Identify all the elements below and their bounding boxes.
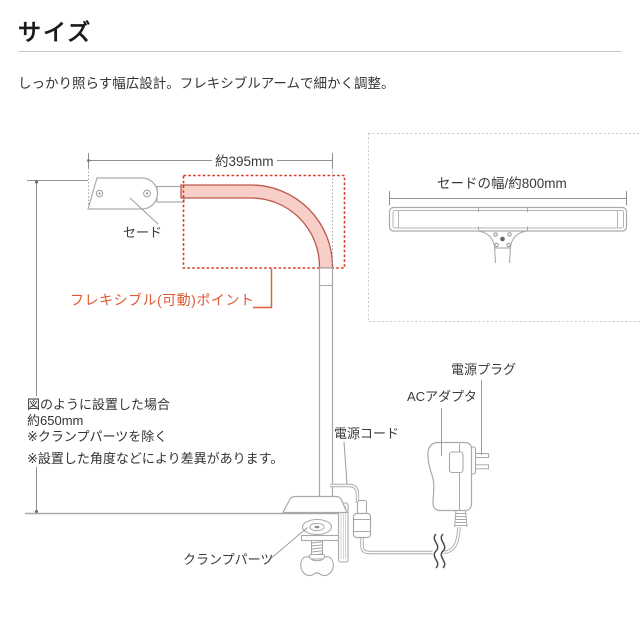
shade-width-dimension-label: セードの幅/約800mm [437, 176, 567, 191]
title-divider [18, 51, 622, 52]
subtitle: しっかり照らす幅広設計。フレキシブルアームで細かく調整。 [18, 76, 395, 91]
ac-adapter-label: ACアダプタ [407, 389, 478, 404]
power-plug-label: 電源プラグ [451, 362, 517, 377]
power-cord-label: 電源コード [334, 426, 400, 441]
strain-relief [454, 510, 468, 528]
flex-point-label: フレキシブル(可動)ポイント [70, 292, 255, 308]
width-dimension-800 [389, 191, 627, 206]
dimension-extension-lines [88, 168, 333, 266]
shade-front-inset [368, 133, 640, 322]
note-line-4: ※設置した角度などにより差異があります。 [27, 450, 284, 466]
flexible-arm [180, 184, 334, 270]
flex-point-leader [253, 269, 273, 309]
lamp-head-side [87, 177, 185, 210]
arm-width-dimension-label: 約395mm [212, 154, 277, 170]
shade-bar-front [388, 206, 628, 232]
width-dimension-395 [87, 153, 333, 168]
clamp-assembly [282, 495, 349, 577]
note-line-1: 図のように設置した場合 [27, 397, 171, 412]
flex-zone-box [182, 174, 346, 269]
shade-mount [477, 230, 528, 264]
clamp-parts-label: クランプパーツ [183, 552, 274, 567]
leader-lines [129, 197, 482, 561]
shade-label: セード [123, 225, 163, 240]
lamp-pole [318, 267, 334, 498]
cord-break-squiggle [432, 533, 446, 569]
ac-adapter [427, 441, 489, 528]
power-cord [330, 483, 461, 555]
note-line-3: ※クランプパーツを除く [27, 428, 168, 444]
page-title: サイズ [18, 19, 93, 46]
note-line-2: 約650mm [27, 412, 84, 428]
installation-notes: 図のように設置した場合 約650mm ※クランプパーツを除く ※設置した角度など… [27, 396, 288, 468]
